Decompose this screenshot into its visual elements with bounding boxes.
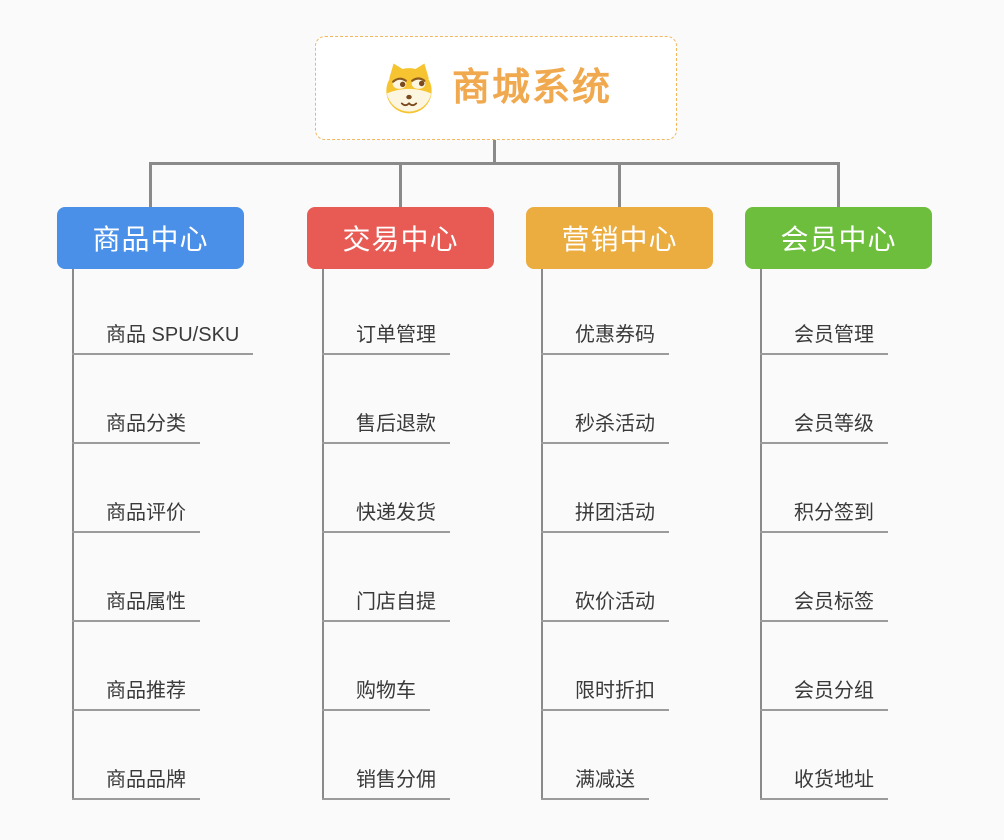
leaf-label: 会员等级 (760, 407, 888, 444)
branch-drop-line (837, 162, 840, 210)
leaf-label: 商品评价 (72, 496, 200, 533)
leaf-node[interactable]: 商品 SPU/SKU (72, 266, 254, 355)
leaf-node[interactable]: 商品推荐 (72, 622, 200, 711)
branch-drop-line (149, 162, 152, 210)
branch-node-3[interactable]: 营销中心 (526, 207, 713, 269)
root-stem-line (492, 139, 496, 165)
leaf-label: 满减送 (541, 763, 649, 800)
branch-node-2[interactable]: 交易中心 (307, 207, 494, 269)
leaf-label: 优惠券码 (541, 318, 669, 355)
root-title: 商城系统 (451, 67, 612, 109)
leaf-node[interactable]: 积分签到 (760, 444, 888, 533)
leaf-node[interactable]: 会员管理 (760, 266, 888, 355)
shiba-dog-icon (380, 59, 438, 117)
leaf-node[interactable]: 优惠券码 (541, 266, 669, 355)
branch-bus-line (149, 162, 840, 165)
leaf-label: 砍价活动 (541, 585, 669, 622)
leaf-node[interactable]: 购物车 (322, 622, 430, 711)
leaf-label: 快递发货 (322, 496, 450, 533)
branch-label: 商品中心 (92, 224, 209, 255)
branch-trunk-line (541, 269, 543, 800)
leaf-node[interactable]: 售后退款 (322, 355, 450, 444)
leaf-label: 销售分佣 (322, 763, 450, 800)
leaf-label: 会员分组 (760, 674, 888, 711)
leaf-label: 商品品牌 (72, 763, 200, 800)
leaf-node[interactable]: 销售分佣 (322, 711, 450, 800)
branch-trunk-line (72, 269, 74, 800)
leaf-column-3: 优惠券码秒杀活动拼团活动砍价活动限时折扣满减送 (541, 266, 669, 800)
branch-drop-line (618, 162, 621, 210)
leaf-node[interactable]: 满减送 (541, 711, 649, 800)
leaf-node[interactable]: 商品品牌 (72, 711, 200, 800)
leaf-column-1: 商品 SPU/SKU 商品分类商品评价商品属性商品推荐商品品牌 (72, 266, 254, 800)
leaf-label: 商品属性 (72, 585, 200, 622)
leaf-node[interactable]: 会员等级 (760, 355, 888, 444)
leaf-label: 商品 SPU/SKU (72, 318, 254, 355)
branch-node-1[interactable]: 商品中心 (57, 207, 244, 269)
leaf-column-4: 会员管理会员等级积分签到会员标签会员分组收货地址 (760, 266, 888, 800)
branch-label: 交易中心 (342, 224, 459, 255)
leaf-label: 购物车 (322, 674, 430, 711)
leaf-label: 限时折扣 (541, 674, 669, 711)
leaf-label: 会员标签 (760, 585, 888, 622)
branch-node-4[interactable]: 会员中心 (745, 207, 932, 269)
leaf-label: 拼团活动 (541, 496, 669, 533)
leaf-node[interactable]: 收货地址 (760, 711, 888, 800)
leaf-label: 售后退款 (322, 407, 450, 444)
branch-label: 营销中心 (561, 224, 678, 255)
leaf-node[interactable]: 限时折扣 (541, 622, 669, 711)
leaf-node[interactable]: 会员分组 (760, 622, 888, 711)
branch-label: 会员中心 (780, 224, 897, 255)
leaf-label: 会员管理 (760, 318, 888, 355)
leaf-node[interactable]: 商品分类 (72, 355, 200, 444)
leaf-node[interactable]: 商品属性 (72, 533, 200, 622)
leaf-label: 积分签到 (760, 496, 888, 533)
leaf-label: 门店自提 (322, 585, 450, 622)
leaf-label: 收货地址 (760, 763, 888, 800)
leaf-label: 商品推荐 (72, 674, 200, 711)
branch-trunk-line (760, 269, 762, 800)
leaf-label: 秒杀活动 (541, 407, 669, 444)
leaf-column-2: 订单管理售后退款快递发货门店自提购物车销售分佣 (322, 266, 450, 800)
leaf-node[interactable]: 快递发货 (322, 444, 450, 533)
branch-trunk-line (322, 269, 324, 800)
root-node[interactable]: 商城系统 (315, 36, 677, 140)
leaf-node[interactable]: 砍价活动 (541, 533, 669, 622)
branch-drop-line (399, 162, 402, 210)
leaf-node[interactable]: 秒杀活动 (541, 355, 669, 444)
leaf-label: 订单管理 (322, 318, 450, 355)
leaf-node[interactable]: 门店自提 (322, 533, 450, 622)
leaf-node[interactable]: 拼团活动 (541, 444, 669, 533)
leaf-label: 商品分类 (72, 407, 200, 444)
leaf-node[interactable]: 会员标签 (760, 533, 888, 622)
leaf-node[interactable]: 订单管理 (322, 266, 450, 355)
leaf-node[interactable]: 商品评价 (72, 444, 200, 533)
